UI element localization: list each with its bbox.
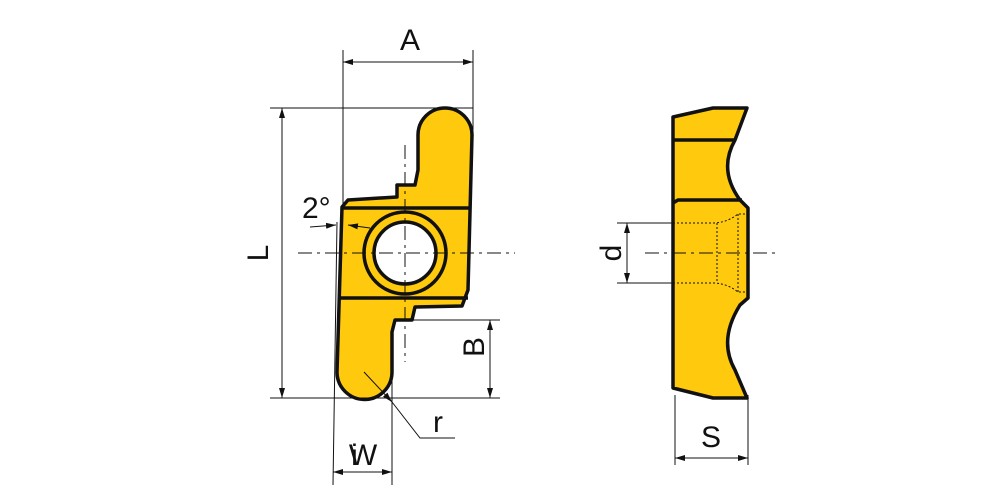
- radius-leader-inner: [363, 371, 393, 403]
- side-view: d S: [595, 106, 775, 465]
- angle-arrow-left: [309, 222, 337, 229]
- dim-B-label: B: [458, 337, 491, 357]
- front-view: A L 2° B r iW: [242, 24, 515, 486]
- dim-A-label: A: [400, 24, 420, 57]
- dim-d-label: d: [595, 245, 628, 262]
- angle-ref-line: [332, 221, 338, 486]
- dim-S-label: S: [701, 421, 721, 454]
- side-mid-edge: [672, 198, 742, 205]
- angle-label: 2°: [302, 192, 331, 225]
- angle-arrow-right: [347, 223, 371, 230]
- radius-leader: [391, 401, 455, 439]
- radius-label: r: [433, 406, 443, 439]
- dim-iW-label: iW: [349, 439, 378, 472]
- dim-L-label: L: [242, 245, 275, 262]
